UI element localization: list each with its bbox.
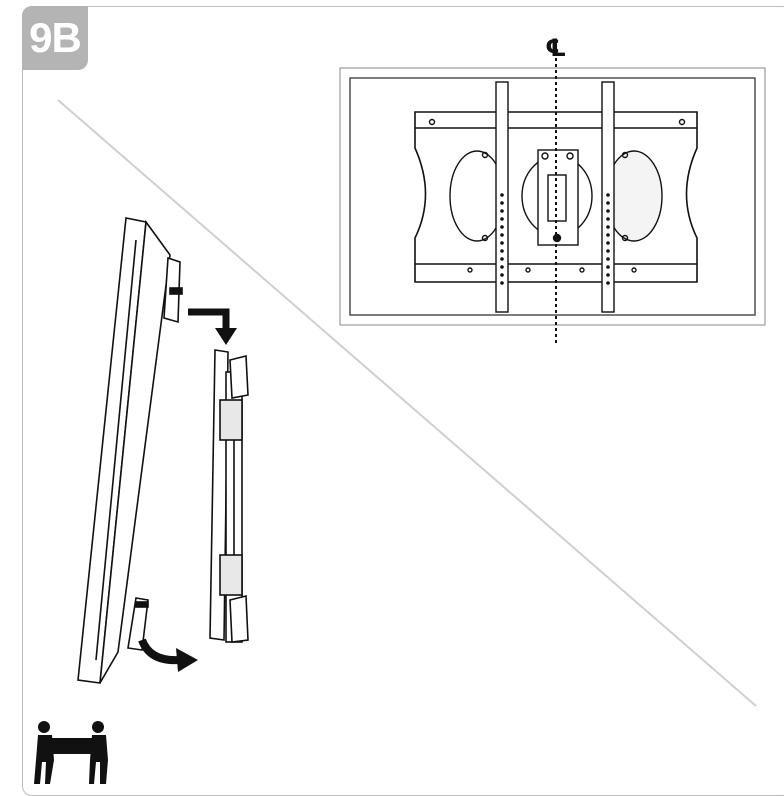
diagonal-divider bbox=[57, 99, 757, 707]
down-arrow-icon bbox=[188, 308, 230, 330]
left-rail bbox=[495, 81, 509, 313]
step-badge: 9B bbox=[22, 6, 88, 70]
rail-holes bbox=[500, 193, 610, 285]
wall-plate-side-view bbox=[209, 349, 249, 643]
tv-bottom-hook bbox=[127, 597, 149, 651]
center-bracket bbox=[537, 149, 579, 246]
curved-arrow-head bbox=[176, 648, 198, 672]
curved-arrow-icon bbox=[138, 638, 181, 665]
right-rail bbox=[601, 81, 615, 313]
tv-side-view bbox=[77, 217, 183, 684]
down-arrow-head bbox=[215, 328, 237, 345]
tv-rear-view bbox=[339, 67, 766, 326]
two-person-lift-icon bbox=[34, 721, 108, 784]
mount-plate bbox=[414, 111, 698, 283]
centerline-label: ℄ bbox=[545, 34, 567, 62]
